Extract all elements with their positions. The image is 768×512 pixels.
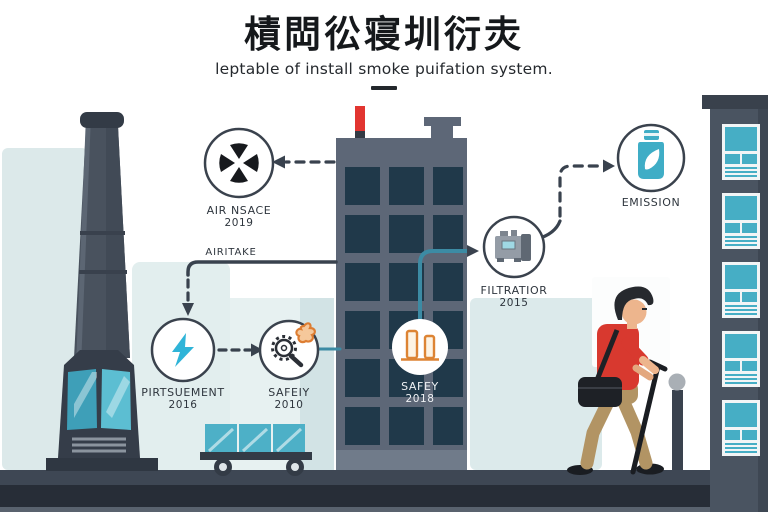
fan-node-label: AIR NSACE 2019: [189, 204, 289, 230]
shoulder-bag: [578, 377, 622, 407]
glass-panel-cart: [200, 424, 312, 476]
balcony-windows: [722, 124, 760, 456]
filtration-node-label: FILTRATIOR 2015: [462, 284, 566, 310]
person: [567, 286, 668, 475]
filtration-node: [482, 215, 546, 279]
bottle-leaf-icon: [638, 130, 664, 179]
inspection-label: SAFEIY: [268, 386, 310, 399]
right-building: [702, 95, 768, 512]
red-roof-pipe: [355, 106, 365, 134]
ground: [0, 470, 768, 512]
bollard: [668, 373, 686, 470]
pressure-year: 2016: [168, 399, 198, 411]
flow-connectors: [182, 155, 615, 357]
inspection-node-label: SAFEIY 2010: [244, 386, 334, 412]
emission-node-label: EMISSION: [621, 196, 681, 209]
chimney-bars-icon: [401, 329, 439, 361]
gear-magnifier-flame-icon: [271, 322, 316, 368]
hair: [614, 286, 654, 320]
unit-label: SAFEY: [401, 380, 439, 393]
emission-node: [616, 123, 686, 193]
filter-device-icon: [495, 230, 531, 262]
lightning-icon: [172, 333, 194, 367]
scooter-pole: [630, 363, 661, 475]
bag-strap: [594, 329, 620, 381]
unit-node-label: SAFEY 2018: [375, 380, 465, 406]
unit-node: [392, 319, 448, 375]
fan-node: [203, 127, 275, 199]
title-underline: [371, 86, 397, 90]
intake-line-label: AIRITAKE: [205, 247, 257, 258]
pressure-label: PIRTSUEMENT: [141, 386, 225, 399]
page-title: 樍閊彸寝圳衍灻: [244, 13, 524, 56]
pressure-node: [150, 317, 216, 383]
fan-year: 2019: [224, 217, 254, 229]
factory-chimney: [46, 112, 158, 471]
title-block: 樍閊彸寝圳衍灻 leptable of install smoke puifat…: [0, 0, 768, 90]
filtration-year: 2015: [499, 297, 529, 309]
page-subtitle: leptable of install smoke puifation syst…: [215, 60, 553, 78]
filtration-label: FILTRATIOR: [480, 284, 548, 297]
fan-icon: [219, 143, 259, 183]
inspection-year: 2010: [274, 399, 304, 411]
main-building: [336, 106, 467, 470]
pressure-node-label: PIRTSUEMENT 2016: [127, 386, 239, 412]
unit-year: 2018: [405, 393, 435, 405]
fan-label: AIR NSACE: [206, 204, 272, 217]
inspection-node: [258, 319, 320, 381]
